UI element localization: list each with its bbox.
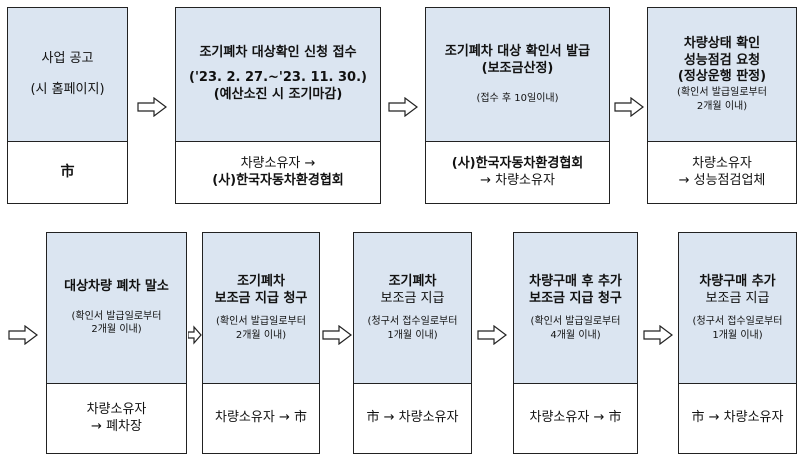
step-4-actor-line-1: 차량소유자 [692, 155, 752, 171]
step-4-actor-line-2: → 성능점검업체 [678, 172, 766, 188]
step-7-title-2: 보조금 지급 [380, 290, 445, 306]
step-3-subtitle: (보조금산정) [481, 60, 554, 76]
step-7-actor: 市 → 차량소유자 [354, 384, 471, 453]
step-9-title-1: 차량구매 추가 [699, 273, 776, 289]
step-5-deadline-2: 2개월 이내) [91, 324, 142, 336]
step-4-box: 차량상태 확인 성능점검 요청 (정상운행 판정) (확인서 발급일로부터 2개… [647, 7, 797, 204]
step-9-deadline-1: (청구서 접수일로부터 [692, 316, 783, 328]
step-3-title: 조기폐차 대상 확인서 발급 [444, 43, 591, 59]
step-5-box: 대상차량 폐차 말소 (확인서 발급일로부터 2개월 이내) 차량소유자 → 폐… [46, 232, 187, 454]
step-3-actor-line-2: → 차량소유자 [480, 172, 555, 188]
step-6-deadline-1: (확인서 발급일로부터 [216, 316, 306, 328]
step-1-actor: 市 [8, 142, 127, 203]
step-9-deadline-2: 1개월 이내) [712, 329, 763, 341]
step-8-title-2: 보조금 지급 청구 [529, 290, 622, 306]
step-7-box: 조기폐차 보조금 지급 (청구서 접수일로부터 1개월 이내) 市 → 차량소유… [353, 232, 472, 454]
step-5-deadline-1: (확인서 발급일로부터 [71, 310, 162, 322]
step-7-deadline-2: 1개월 이내) [387, 329, 438, 341]
step-8-deadline-2: 4개월 이내) [550, 329, 601, 341]
step-9-title-2: 보조금 지급 [705, 290, 770, 306]
step-1-box: 사업 공고 (시 홈페이지) 市 [7, 7, 128, 204]
step-7-title-1: 조기폐차 [388, 273, 437, 289]
step-4-title-2: 성능점검 요청 [683, 52, 761, 68]
step-9-box: 차량구매 추가 보조금 지급 (청구서 접수일로부터 1개월 이내) 市 → 차… [678, 232, 797, 454]
arrow-6-to-7-icon [322, 325, 352, 345]
step-9-actor: 市 → 차량소유자 [679, 384, 796, 453]
step-6-actor-text: 차량소유자 → 市 [215, 410, 307, 426]
step-8-header: 차량구매 후 추가 보조금 지급 청구 (확인서 발급일로부터 4개월 이내) [514, 233, 637, 384]
arrow-8-to-9-icon [643, 325, 673, 345]
arrow-1-to-2-icon [137, 97, 167, 117]
step-3-actor: (사)한국자동차환경협회 → 차량소유자 [426, 142, 609, 203]
step-2-actor: 차량소유자 → (사)한국자동차환경협회 [176, 142, 380, 203]
step-2-actor-line-2: (사)한국자동차환경협회 [212, 172, 344, 188]
step-2-title: 조기폐차 대상확인 신청 접수 [199, 45, 357, 61]
step-6-title-1: 조기폐차 [237, 273, 285, 289]
step-4-title-1: 차량상태 확인 [683, 35, 761, 51]
step-3-deadline: (접수 후 10일이내) [476, 92, 559, 104]
step-2-box: 조기폐차 대상확인 신청 접수 ('23. 2. 27.~'23. 11. 30… [175, 7, 381, 204]
step-1-subtitle: (시 홈페이지) [30, 81, 105, 97]
step-5-actor: 차량소유자 → 폐차장 [47, 384, 186, 453]
step-7-actor-text: 市 → 차량소유자 [366, 410, 459, 426]
arrow-5-to-6-icon [188, 325, 202, 345]
step-2-period: ('23. 2. 27.~'23. 11. 30.) [189, 70, 367, 86]
step-4-header: 차량상태 확인 성능점검 요청 (정상운행 판정) (확인서 발급일로부터 2개… [648, 8, 796, 142]
step-8-box: 차량구매 후 추가 보조금 지급 청구 (확인서 발급일로부터 4개월 이내) … [513, 232, 638, 454]
step-1-title: 사업 공고 [41, 50, 94, 66]
arrow-4-to-5-icon [8, 325, 38, 345]
step-7-header: 조기폐차 보조금 지급 (청구서 접수일로부터 1개월 이내) [354, 233, 471, 384]
arrow-7-to-8-icon [477, 325, 507, 345]
step-3-header: 조기폐차 대상 확인서 발급 (보조금산정) (접수 후 10일이내) [426, 8, 609, 142]
step-6-deadline-2: 2개월 이내) [235, 329, 287, 341]
step-2-actor-line-1: 차량소유자 → [240, 155, 316, 171]
step-8-deadline-1: (확인서 발급일로부터 [530, 316, 621, 328]
step-2-note: (예산소진 시 조기마감) [213, 86, 343, 102]
step-6-title-2: 보조금 지급 청구 [214, 290, 308, 306]
step-4-title-3: (정상운행 판정) [677, 69, 767, 85]
step-1-actor-text: 市 [60, 164, 75, 181]
step-5-actor-line-1: 차량소유자 [86, 401, 147, 417]
step-6-header: 조기폐차 보조금 지급 청구 (확인서 발급일로부터 2개월 이내) [203, 233, 319, 384]
step-9-actor-text: 市 → 차량소유자 [691, 410, 784, 426]
arrow-3-to-4-icon [614, 97, 644, 117]
step-4-actor: 차량소유자 → 성능점검업체 [648, 142, 796, 203]
step-4-deadline-1: (확인서 발급일로부터 [677, 87, 767, 99]
step-5-actor-line-2: → 폐차장 [91, 418, 142, 434]
step-9-header: 차량구매 추가 보조금 지급 (청구서 접수일로부터 1개월 이내) [679, 233, 796, 384]
step-6-actor: 차량소유자 → 市 [203, 384, 319, 453]
step-8-actor: 차량소유자 → 市 [514, 384, 637, 453]
arrow-2-to-3-icon [388, 97, 418, 117]
step-3-box: 조기폐차 대상 확인서 발급 (보조금산정) (접수 후 10일이내) (사)한… [425, 7, 610, 204]
step-7-deadline-1: (청구서 접수일로부터 [367, 316, 458, 328]
step-8-actor-text: 차량소유자 → 市 [529, 410, 622, 426]
step-4-deadline-2: 2개월 이내) [696, 100, 748, 112]
step-5-title: 대상차량 폐차 말소 [64, 279, 169, 295]
step-8-title-1: 차량구매 후 추가 [529, 273, 622, 289]
step-3-actor-line-1: (사)한국자동차환경협회 [451, 155, 584, 171]
step-1-header: 사업 공고 (시 홈페이지) [8, 8, 127, 142]
step-2-header: 조기폐차 대상확인 신청 접수 ('23. 2. 27.~'23. 11. 30… [176, 8, 380, 142]
step-5-header: 대상차량 폐차 말소 (확인서 발급일로부터 2개월 이내) [47, 233, 186, 384]
step-6-box: 조기폐차 보조금 지급 청구 (확인서 발급일로부터 2개월 이내) 차량소유자… [202, 232, 320, 454]
